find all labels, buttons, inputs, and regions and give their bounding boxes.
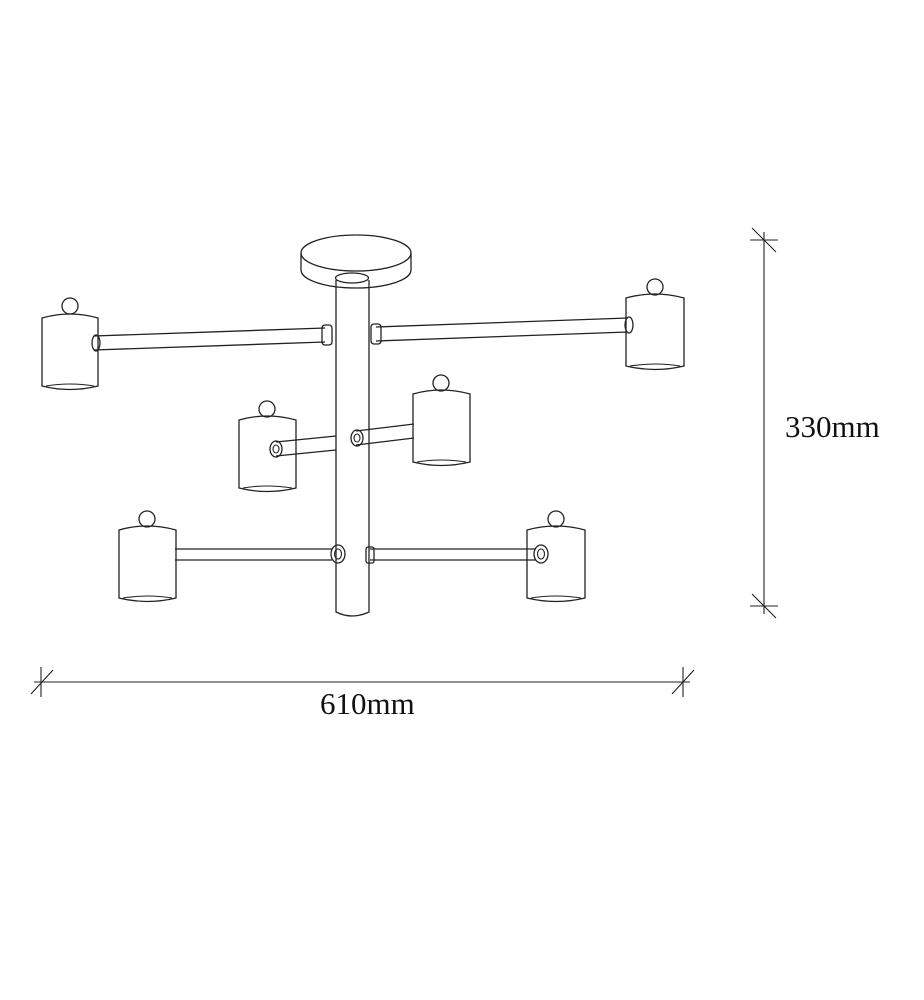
height-label: 330mm	[785, 409, 880, 444]
shade-top-right	[625, 278, 685, 371]
height-dimension	[750, 227, 778, 619]
shade-top-left	[41, 297, 99, 391]
width-label: 610mm	[320, 686, 415, 721]
central-stem	[334, 272, 370, 617]
top-arm-right	[370, 316, 634, 345]
width-dimension	[30, 667, 695, 697]
shade-middle-right	[412, 374, 471, 467]
shade-bottom-left	[118, 510, 177, 603]
middle-arm-left	[269, 435, 337, 458]
middle-arm-right	[350, 423, 415, 447]
top-arm-left	[91, 324, 333, 352]
shade-bottom-right	[526, 510, 586, 603]
bottom-arm-right	[365, 544, 549, 564]
bottom-arm-left	[175, 544, 346, 564]
ceiling-canopy	[300, 234, 412, 289]
shade-middle-left	[238, 400, 297, 493]
